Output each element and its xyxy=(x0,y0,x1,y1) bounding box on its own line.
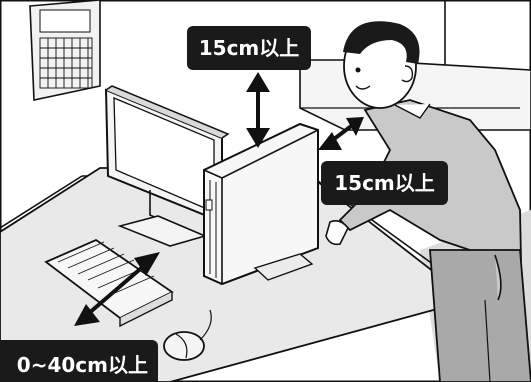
pc-tower xyxy=(203,122,319,286)
calendar xyxy=(29,0,101,101)
front-clearance-label: 0~40cm以上 xyxy=(0,340,158,382)
monitor xyxy=(104,85,230,247)
side-clearance-label: 15cm以上 xyxy=(321,161,448,205)
top-clearance-label: 15cm以上 xyxy=(187,26,311,70)
front-clearance-arrow xyxy=(74,252,160,326)
side-clearance-arrow xyxy=(318,117,364,150)
clearance-arrows xyxy=(74,72,364,326)
keyboard xyxy=(44,238,174,328)
mouse xyxy=(163,309,212,361)
top-clearance-arrow xyxy=(246,72,270,148)
